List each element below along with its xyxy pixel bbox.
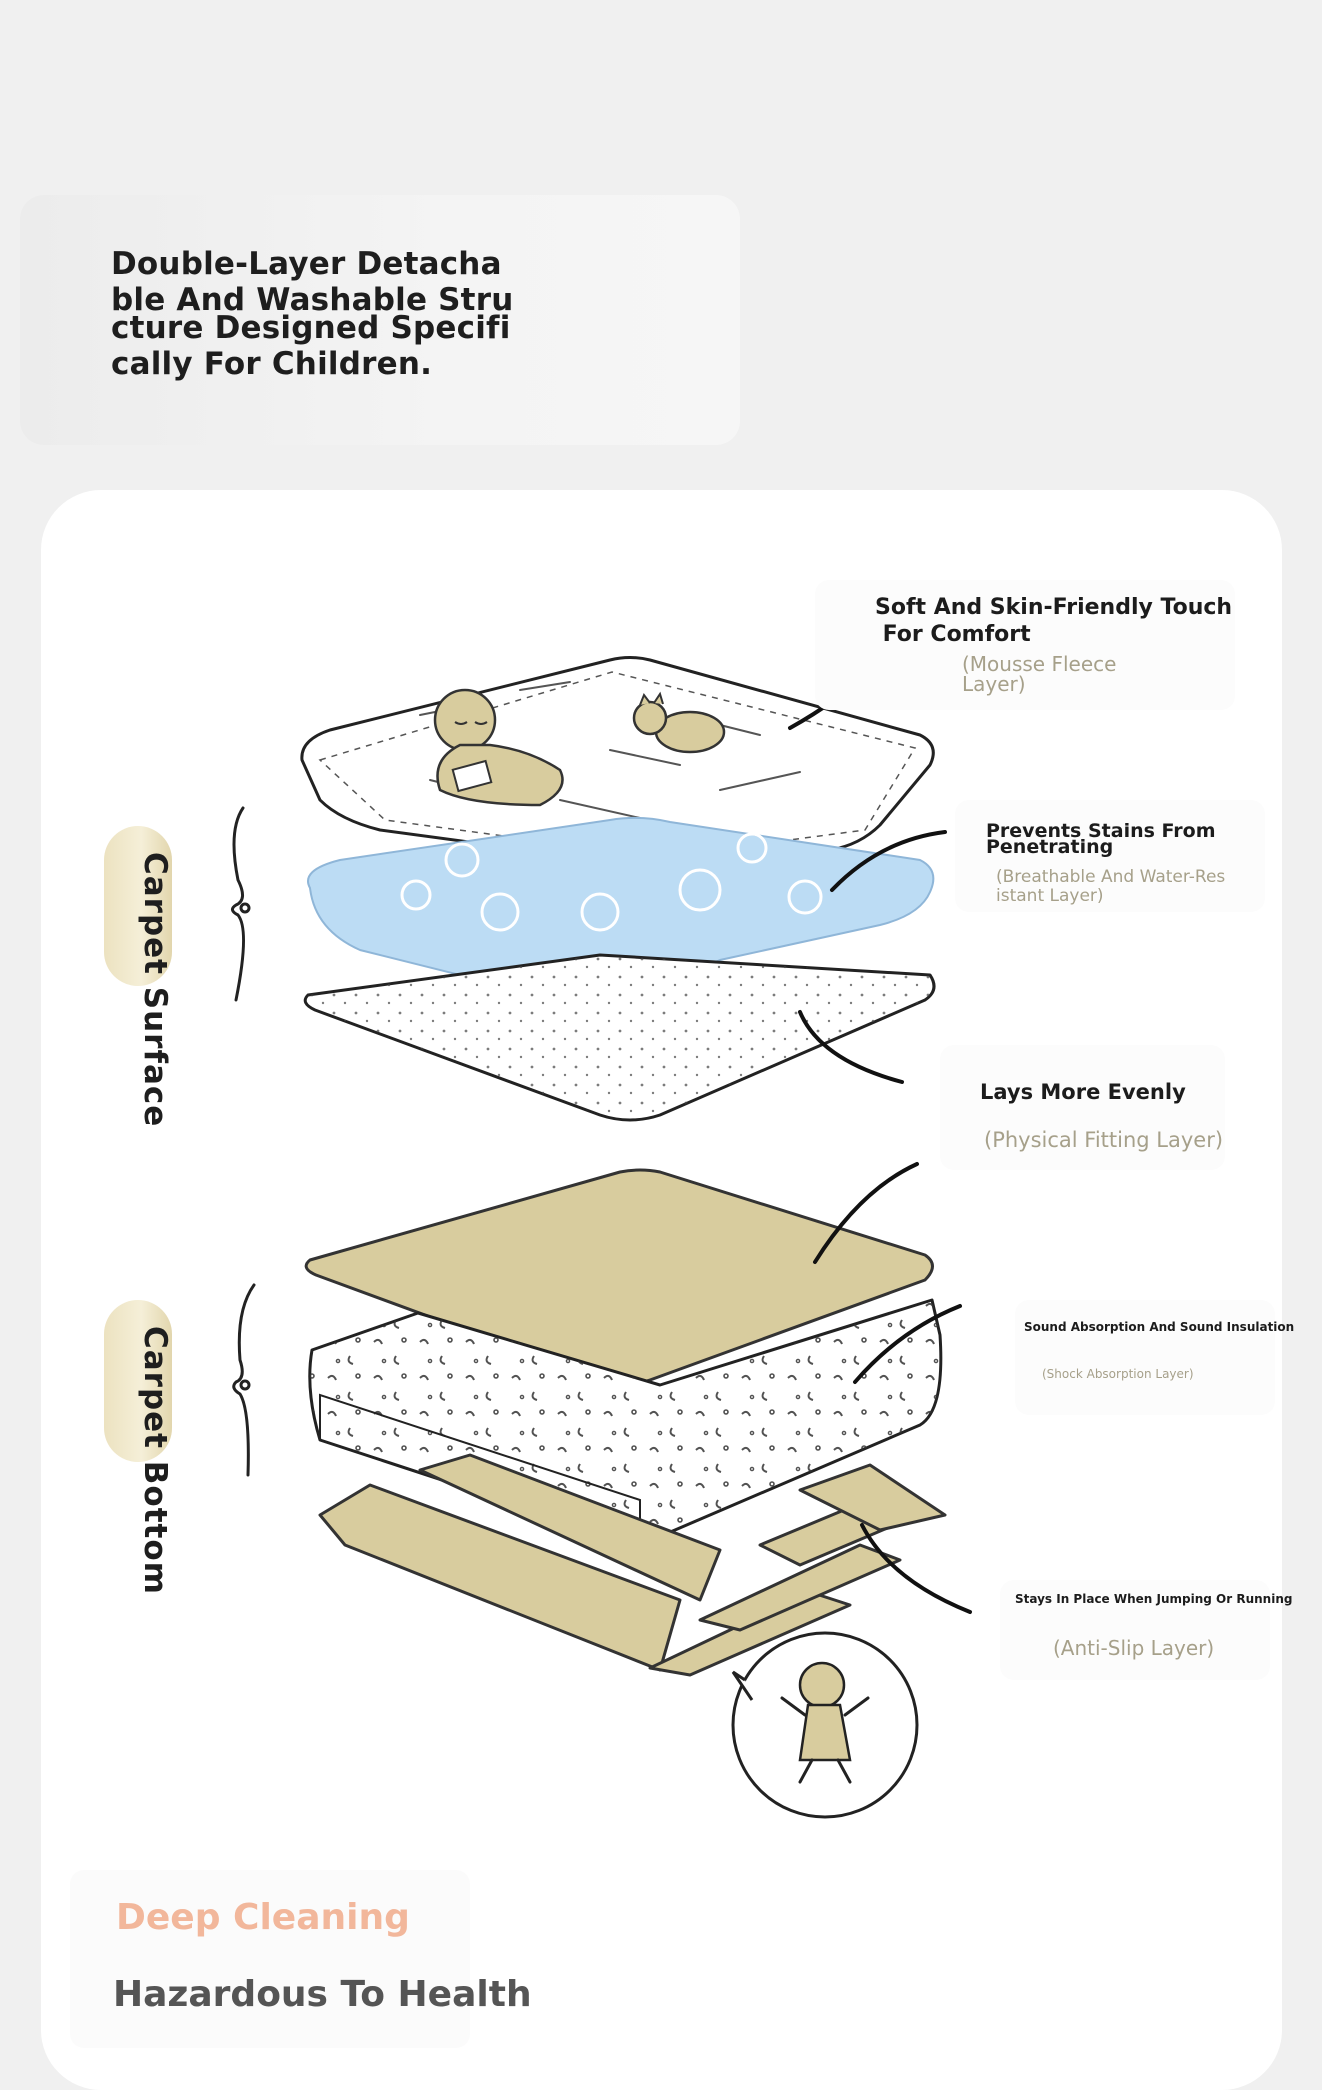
- fitting-subtitle: (Physical Fitting Layer): [984, 1128, 1224, 1152]
- waterproof-label-box: [955, 800, 1265, 912]
- hazardous-heading: Hazardous To Health: [113, 1974, 532, 2015]
- fleece-subtitle-2: Layer): [962, 672, 1026, 696]
- fleece-layer: [300, 656, 935, 868]
- bottom-brace: [232, 1283, 256, 1477]
- shock-title: Sound Absorption And Sound Insulation: [1024, 1320, 1295, 1334]
- carpet-bottom-label: Carpet Bottom: [137, 1326, 173, 1595]
- waterproof-title-2: Penetrating: [986, 836, 1114, 858]
- fleece-label-box: [815, 580, 1235, 710]
- title-line-1: Double-Layer Detacha: [111, 246, 502, 282]
- title-line-4: cally For Children.: [111, 346, 433, 382]
- anti-slip-label-box: [1000, 1580, 1270, 1680]
- anti-slip-title: Stays In Place When Jumping Or Running: [1015, 1592, 1293, 1606]
- anti-slip-subtitle: (Anti-Slip Layer): [1053, 1636, 1215, 1660]
- waterproof-subtitle: (Breathable And Water-Res: [996, 867, 1226, 887]
- fleece-subtitle: (Mousse Fleece: [962, 652, 1117, 676]
- surface-brace: [231, 806, 251, 1002]
- layers-illustration: [231, 656, 972, 1819]
- waterproof-title: Prevents Stains From: [986, 820, 1216, 842]
- waterproof-subtitle-2: istant Layer): [996, 886, 1104, 906]
- title-line-2: ble And Washable Stru: [111, 282, 514, 318]
- jumping-kid-icon: [731, 1631, 919, 1819]
- footer-label-box: [70, 1870, 470, 2048]
- title-line-3: cture Designed Specifi: [111, 310, 511, 346]
- sleeping-cat-icon: [632, 691, 726, 754]
- fitting-layer: [303, 953, 936, 1122]
- fleece-title-2: For Comfort: [875, 622, 1031, 647]
- fitting-title: Lays More Evenly: [980, 1080, 1186, 1104]
- fleece-title: Soft And Skin-Friendly Touch: [875, 595, 1233, 620]
- bottom-pill: [104, 1300, 172, 1462]
- sleeping-child-icon: [433, 688, 564, 807]
- anti-slip-layer: [318, 1453, 947, 1677]
- sand-layer: [304, 1168, 934, 1386]
- fitting-label-box: [940, 1045, 1225, 1170]
- title-panel: [20, 195, 740, 445]
- carpet-surface-label: Carpet Surface: [137, 852, 173, 1128]
- deep-cleaning-heading: Deep Cleaning: [116, 1897, 410, 1938]
- surface-pill: [104, 826, 172, 986]
- shock-label-box: [1015, 1300, 1275, 1415]
- shock-subtitle: (Shock Absorption Layer): [1042, 1367, 1194, 1381]
- page-title: Double-Layer Detacha ble And Washable St…: [111, 246, 514, 382]
